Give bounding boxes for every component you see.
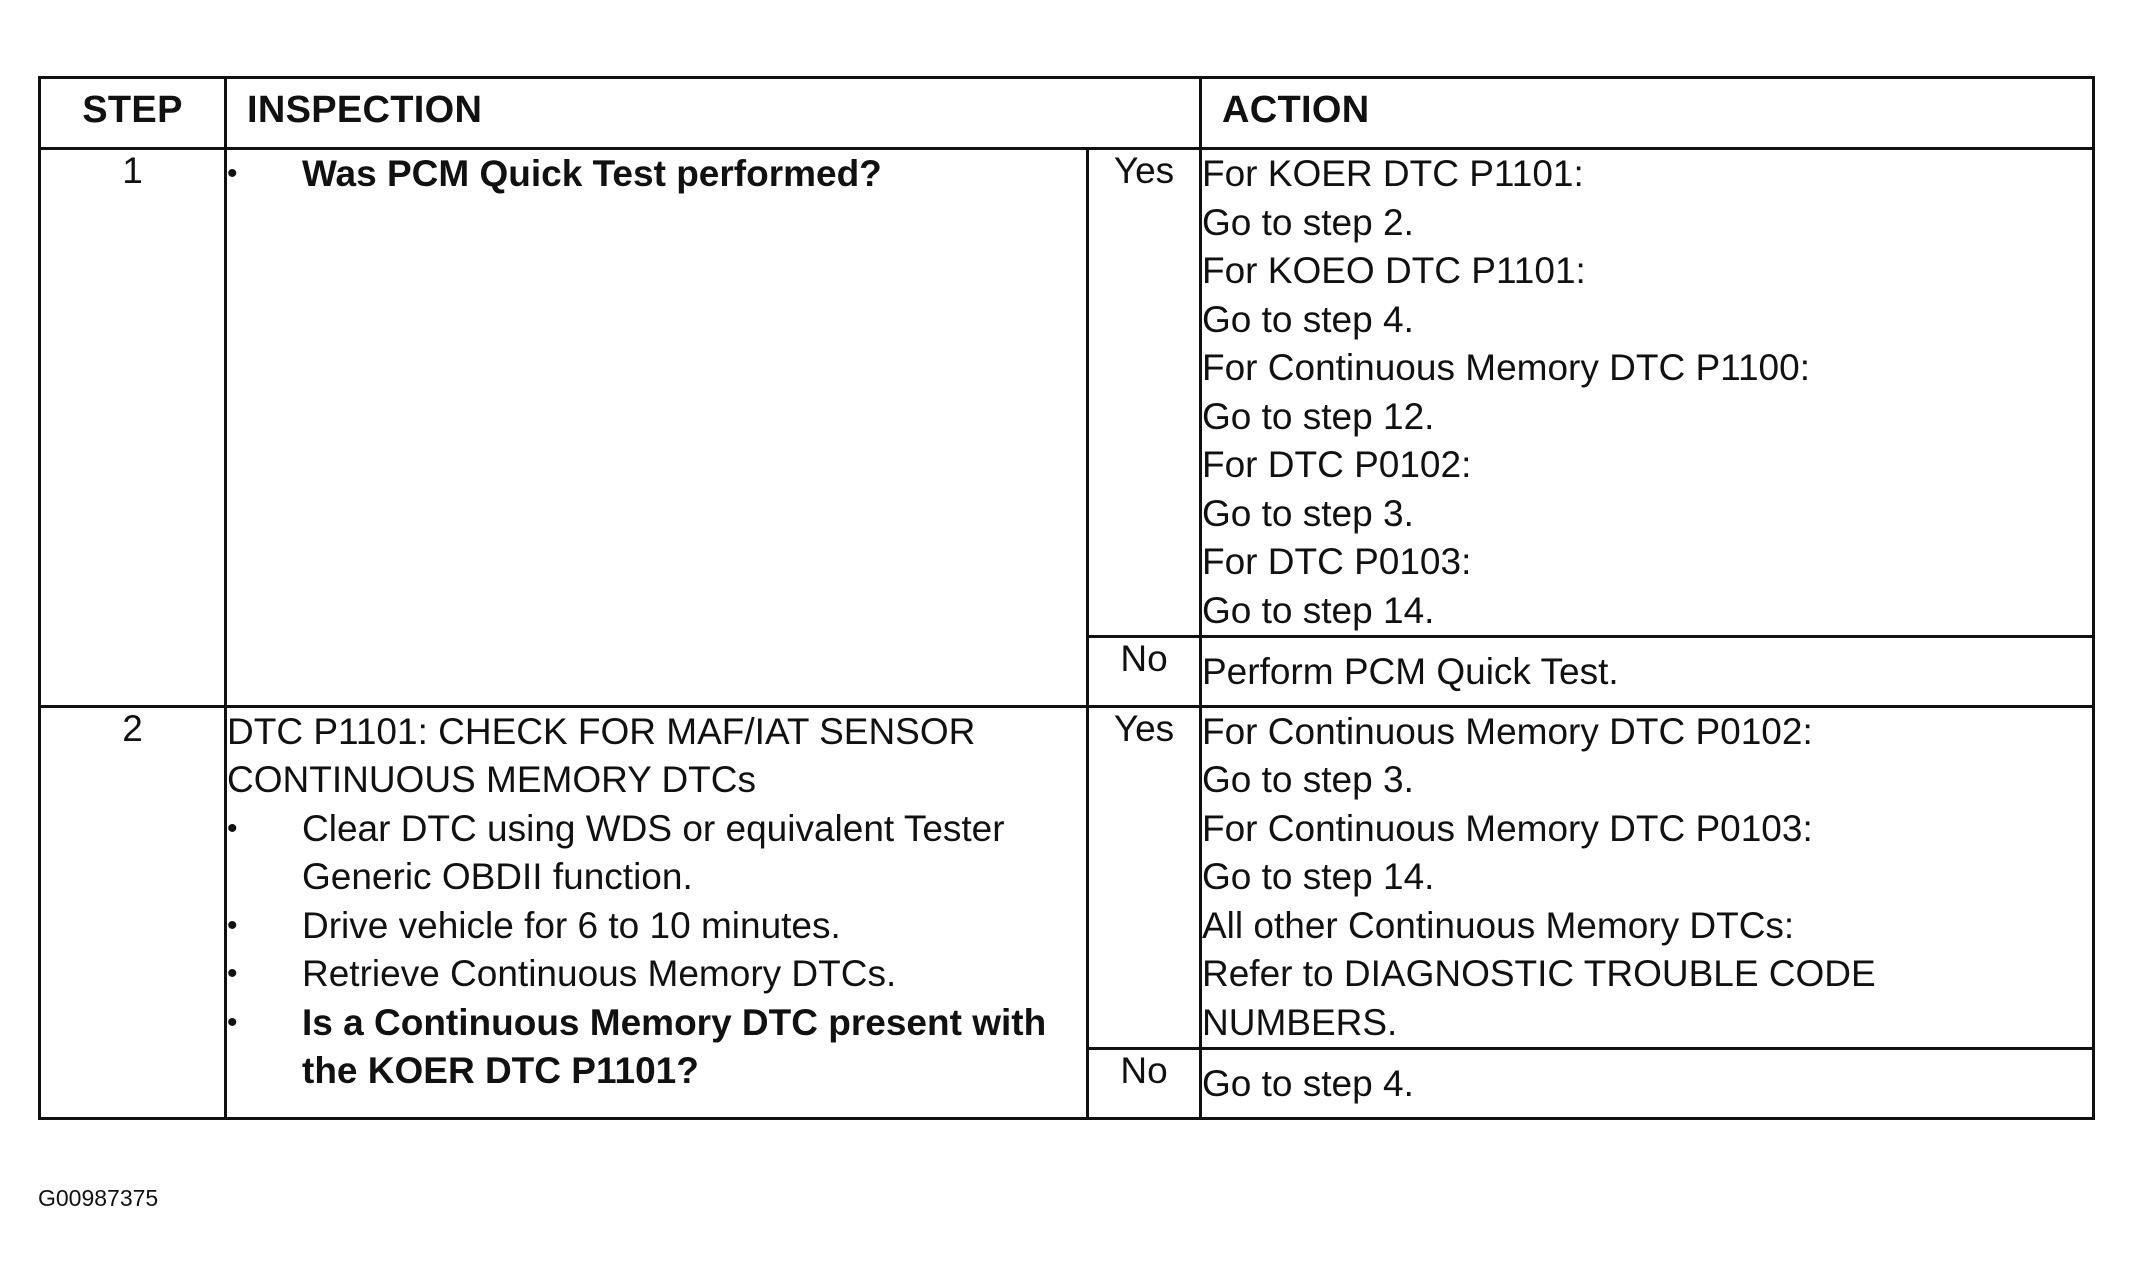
step-2-inspection-heading: DTC P1101: CHECK FOR MAF/IAT SENSOR CONT… bbox=[227, 710, 976, 801]
step-1-inspection: • Was PCM Quick Test performed? bbox=[224, 147, 1089, 708]
step-1-yes-row: 1 • Was PCM Quick Test performed? Yes Fo… bbox=[38, 147, 2095, 708]
step-1-no-line-1: Perform PCM Quick Test. bbox=[1202, 651, 1619, 692]
header-action-label: ACTION bbox=[1222, 89, 1370, 131]
step-1-no-row: No Perform PCM Quick Test. bbox=[40, 635, 2095, 708]
step-2-yes-label: Yes bbox=[1086, 704, 1202, 1050]
diagnostic-table-wrapper: STEP INSPECTION ACTION 1 • Was PCM Quick… bbox=[38, 76, 2095, 1120]
step-2-yes-line-1: For Continuous Memory DTC P0102: bbox=[1202, 710, 1813, 752]
step-1-no-action: Perform PCM Quick Test. bbox=[1199, 635, 2095, 708]
step-1-yes-line-8: Go to step 3. bbox=[1202, 492, 1414, 534]
step-1-yes-action: For KOER DTC P1101: Go to step 2. For KO… bbox=[1199, 147, 2095, 638]
step-2-no-action: Go to step 4. bbox=[1199, 1047, 2095, 1120]
step-2-bullet-4: • Is a Continuous Memory DTC present wit… bbox=[227, 999, 1086, 1096]
bullet-icon: • bbox=[227, 1005, 238, 1039]
step-1-yes-line-10: Go to step 14. bbox=[1202, 589, 1435, 631]
step-2-no-line-1: Go to step 4. bbox=[1202, 1063, 1414, 1104]
step-2-no-row: No Go to step 4. bbox=[40, 1047, 2095, 1120]
step-2-bullet-1: • Clear DTC using WDS or equivalent Test… bbox=[227, 805, 1086, 902]
step-1-yes-line-6: Go to step 12. bbox=[1202, 395, 1435, 437]
step-2-yes-row: 2 DTC P1101: CHECK FOR MAF/IAT SENSOR CO… bbox=[38, 704, 2095, 1120]
step-2-yes-line-5: All other Continuous Memory DTCs: bbox=[1202, 904, 1795, 946]
bullet-icon: • bbox=[227, 957, 238, 990]
step-1-yes-line-7: For DTC P0102: bbox=[1202, 444, 1472, 485]
step-2-bullet-3: • Retrieve Continuous Memory DTCs. bbox=[227, 950, 1086, 999]
step-1-bullet-1-text: Was PCM Quick Test performed? bbox=[302, 153, 882, 194]
header-inspection-label: INSPECTION bbox=[247, 89, 483, 131]
step-2-yes-line-4: Go to step 14. bbox=[1202, 856, 1435, 897]
step-1-yes-line-3: For KOEO DTC P1101: bbox=[1202, 250, 1586, 291]
step-2-bullet-2: • Drive vehicle for 6 to 10 minutes. bbox=[227, 902, 1086, 951]
bullet-icon: • bbox=[227, 811, 238, 845]
header-step-label: STEP bbox=[82, 89, 183, 131]
step-2-no-label: No bbox=[1086, 1047, 1202, 1120]
step-2-bullet-3-text: Retrieve Continuous Memory DTCs. bbox=[302, 953, 897, 994]
step-2-inspection: DTC P1101: CHECK FOR MAF/IAT SENSOR CONT… bbox=[224, 704, 1089, 1120]
step-1-yes-line-5: For Continuous Memory DTC P1100: bbox=[1202, 347, 1810, 388]
step-2-yes-line-7: NUMBERS. bbox=[1202, 1001, 1398, 1043]
diagnostic-table: STEP INSPECTION ACTION 1 • Was PCM Quick… bbox=[38, 76, 2095, 1120]
step-1-bullet-1: • Was PCM Quick Test performed? bbox=[227, 150, 1086, 199]
header-action: ACTION bbox=[1199, 76, 2095, 150]
header-row: STEP INSPECTION ACTION bbox=[38, 76, 2095, 150]
step-1-yes-line-1: For KOER DTC P1101: bbox=[1202, 153, 1584, 194]
step-1-number: 1 bbox=[38, 147, 227, 708]
step-1-yes-label: Yes bbox=[1086, 147, 1202, 638]
step-2-yes-line-6: Refer to DIAGNOSTIC TROUBLE CODE bbox=[1202, 953, 1876, 994]
step-1-no-label: No bbox=[1086, 635, 1202, 708]
step-1-yes-line-9: For DTC P0103: bbox=[1202, 541, 1472, 582]
figure-id: G00987375 bbox=[38, 1185, 159, 1211]
step-2-number: 2 bbox=[38, 704, 227, 1120]
step-2-bullet-2-text: Drive vehicle for 6 to 10 minutes. bbox=[302, 904, 841, 946]
step-2-yes-line-3: For Continuous Memory DTC P0103: bbox=[1202, 807, 1813, 849]
header-inspection: INSPECTION bbox=[224, 76, 1202, 150]
step-2-bullet-4-text: Is a Continuous Memory DTC present with … bbox=[302, 1001, 1047, 1092]
step-1-yes-line-4: Go to step 4. bbox=[1202, 298, 1414, 340]
bullet-icon: • bbox=[227, 157, 238, 190]
step-2-yes-line-2: Go to step 3. bbox=[1202, 759, 1414, 800]
step-2-bullet-1-text: Clear DTC using WDS or equivalent Tester… bbox=[302, 807, 1005, 898]
bullet-icon: • bbox=[227, 908, 238, 942]
step-1-yes-line-2: Go to step 2. bbox=[1202, 201, 1414, 243]
header-step: STEP bbox=[38, 76, 227, 150]
step-2-yes-action: For Continuous Memory DTC P0102: Go to s… bbox=[1199, 704, 2095, 1050]
